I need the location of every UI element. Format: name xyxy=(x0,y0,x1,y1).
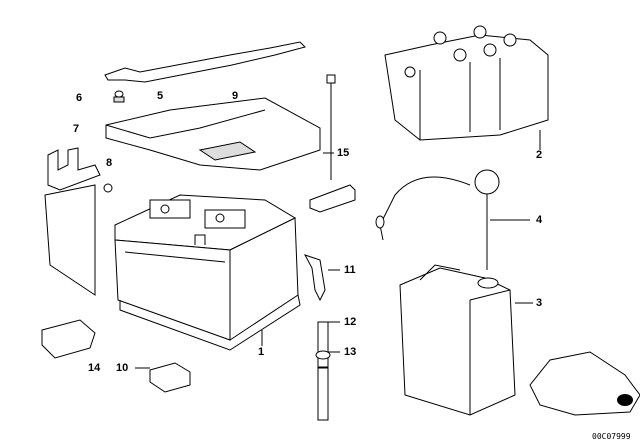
callout-12: 12 xyxy=(344,316,357,328)
hold-down-bracket xyxy=(104,41,306,83)
drawing-code: 00C07999 xyxy=(592,432,631,441)
callout-11: 11 xyxy=(344,264,356,276)
battery xyxy=(114,194,301,351)
terminal-caps xyxy=(41,319,191,393)
battery-tray-bracket xyxy=(44,147,113,296)
callout-9: 9 xyxy=(232,90,239,102)
callout-3: 3 xyxy=(536,297,543,309)
terminal-cover xyxy=(309,74,356,213)
hydrometer xyxy=(375,169,500,270)
callout-14: 14 xyxy=(88,362,101,374)
acid-containers xyxy=(384,25,549,141)
callout-5: 5 xyxy=(157,90,164,102)
callout-2: 2 xyxy=(536,149,543,161)
callout-15: 15 xyxy=(337,147,350,159)
callout-1: 1 xyxy=(258,346,265,358)
callout-8: 8 xyxy=(106,157,113,169)
battery-cover xyxy=(105,97,321,171)
callout-4: 4 xyxy=(536,214,543,226)
callout-10: 10 xyxy=(116,362,129,374)
car-silhouette xyxy=(529,351,640,416)
nut xyxy=(113,90,125,103)
water-canister xyxy=(399,264,516,416)
callout-7: 7 xyxy=(73,123,80,135)
callout-6: 6 xyxy=(76,92,83,104)
leader-lines xyxy=(135,130,541,369)
vent-hoses xyxy=(303,254,331,421)
callout-13: 13 xyxy=(344,346,357,358)
